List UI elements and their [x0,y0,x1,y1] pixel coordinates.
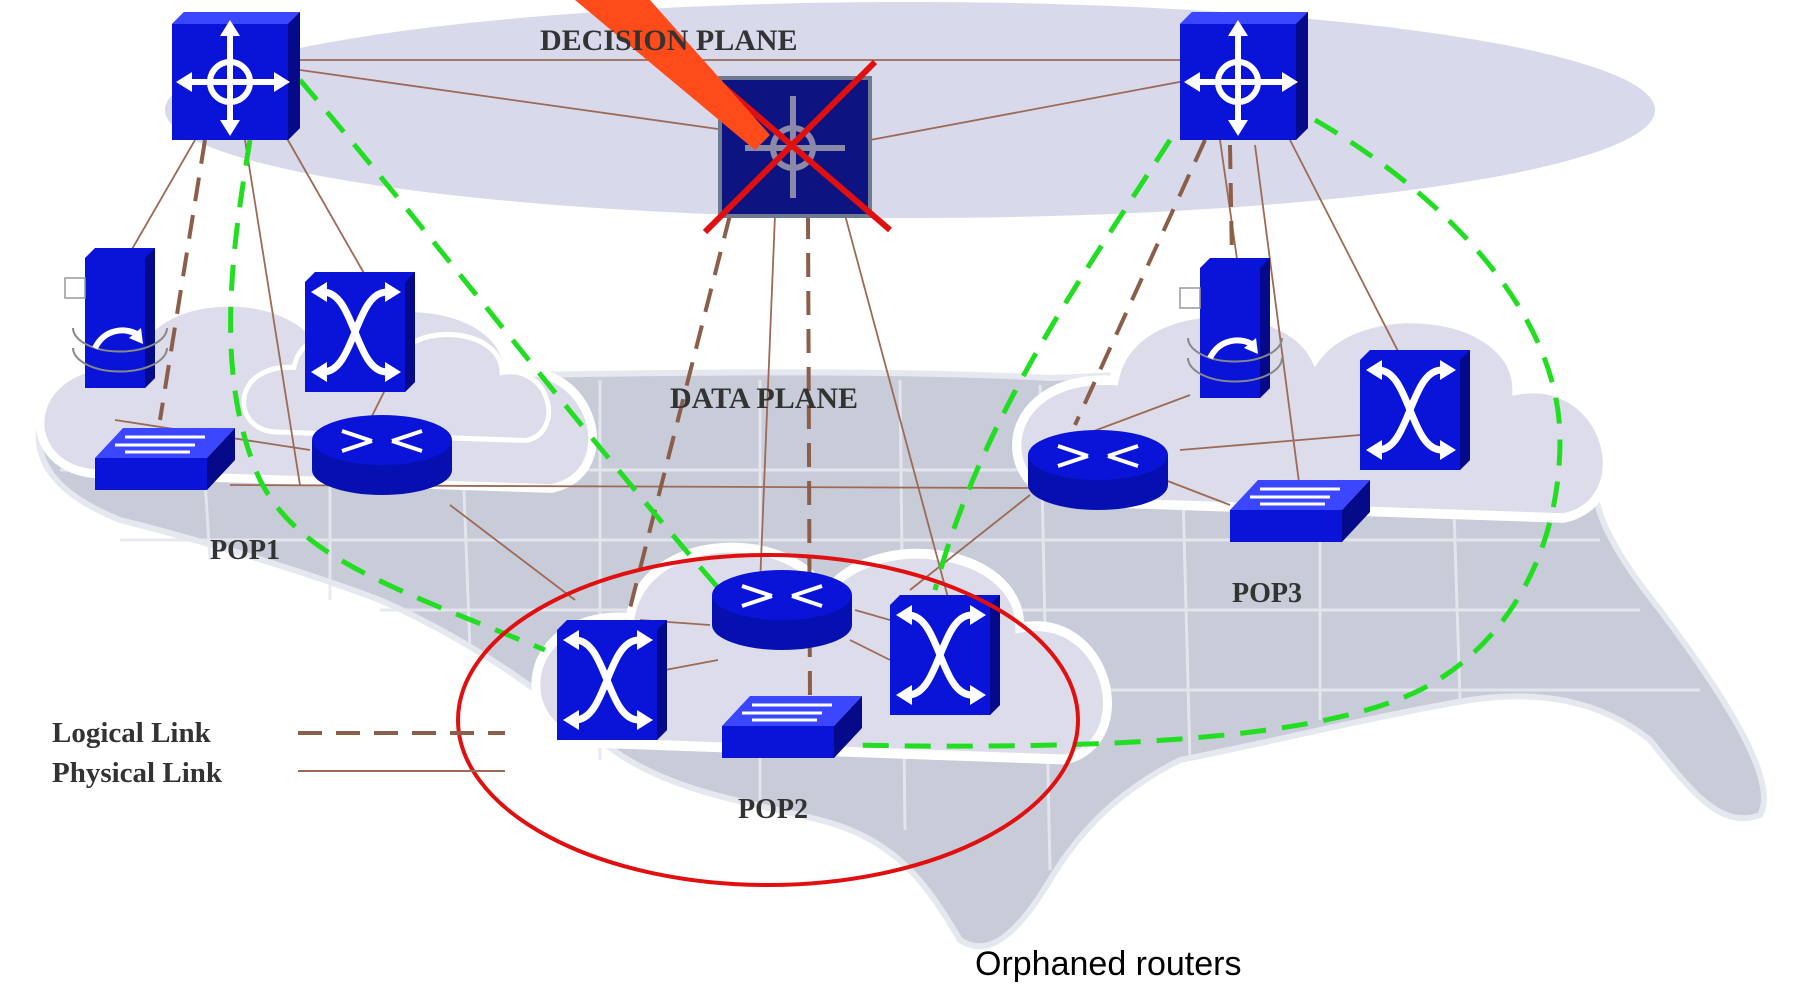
cross-connect-icon [305,272,415,392]
pop2-label: POP2 [738,794,808,825]
router-icon [710,568,854,652]
orphan-highlight-ring [456,553,1080,887]
pop1-label: POP1 [210,535,280,566]
cross-connect-icon [890,595,1000,715]
cross-connect-icon [557,620,667,740]
decision-element-right [1180,12,1308,140]
legend-logical-label: Logical Link [52,717,212,749]
cross-connect-pop1 [305,272,415,392]
cross-connect-pop2-left [557,620,667,740]
decision-element-left [172,12,300,140]
router-pop2 [710,568,854,652]
router-icon [310,413,454,497]
switch-pop3 [1228,478,1372,544]
switch-pop2 [720,694,864,760]
switch-icon [720,694,864,760]
pop3-label: POP3 [1232,578,1302,609]
logical-links [158,139,1234,701]
legend-physical-label: Physical Link [52,757,223,789]
cross-connect-icon [1360,350,1470,470]
decision-element-icon [1180,12,1308,140]
router-pop1 [310,413,454,497]
orphan-paths [228,78,1563,749]
decision-element-failed [693,59,892,235]
cross-connect-pop2-right [890,595,1000,715]
router-icon [1026,428,1170,512]
decision-plane-label: DECISION PLANE [540,24,798,57]
pointer-arrow [575,0,770,150]
decision-element-icon [172,12,300,140]
cross-connect-pop3 [1360,350,1470,470]
router-pop3 [1026,428,1170,512]
orphaned-routers-caption: Orphaned routers [975,945,1242,983]
data-plane-label: DATA PLANE [670,382,858,415]
switch-icon [93,426,237,492]
switch-icon [1228,478,1372,544]
switch-pop1 [93,426,237,492]
